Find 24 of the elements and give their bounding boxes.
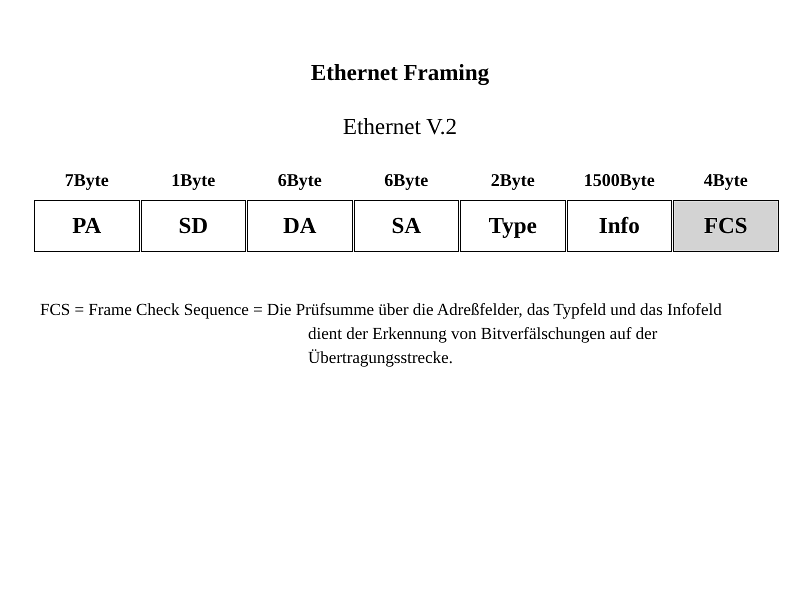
footnote: FCS = Frame Check Sequence = Die Prüfsumme über die Adreßfelder, das Typfeld und das Infofeld dient der Erkennung von Bitverfälschungen auf der Übertragungsstrecke. [40,299,723,369]
diagram-title: Ethernet Framing [310,60,490,86]
subtitle: Ethernet V.2 [342,114,458,140]
field-box [566,200,672,252]
field-box [673,200,778,252]
field-box [140,200,246,252]
field-name: SA [392,213,421,239]
field-name: Info [598,213,640,239]
byte-size-label: 6Byte [383,170,430,191]
byte-size-label: 1Byte [170,170,216,191]
byte-size-label: 4Byte [702,170,749,191]
field-name: DA [283,213,316,239]
byte-size-label: 6Byte [276,170,323,191]
field-box [34,200,140,252]
field-box [354,200,459,252]
field-box [247,200,352,252]
field-name: FCS [704,213,748,239]
field-name: SD [178,213,208,239]
byte-size-label: 2Byte [490,170,536,191]
byte-size-label: 7Byte [64,170,110,191]
field-name: Type [488,213,537,239]
field-name: PA [72,213,102,239]
byte-size-label: 1500Byte [582,170,656,191]
field-box [460,200,566,252]
